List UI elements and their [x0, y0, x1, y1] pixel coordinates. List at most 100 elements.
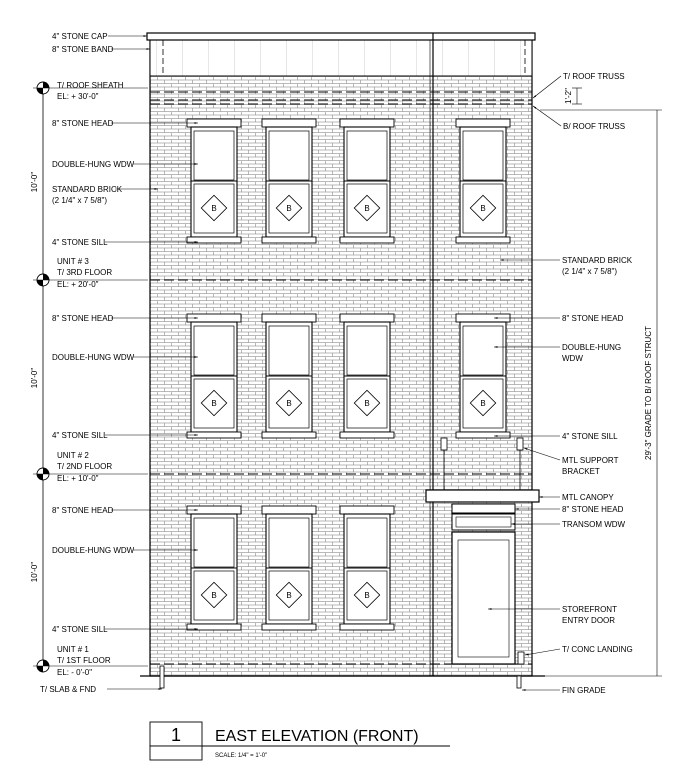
upper-sash — [462, 325, 504, 376]
storefront-head — [451, 503, 516, 514]
stone-sill — [186, 236, 242, 244]
window-tag-diamond — [275, 581, 303, 609]
level-unit-1: UNIT # 1 — [57, 645, 89, 654]
upper-sash — [268, 130, 310, 181]
window-tag-label: B — [286, 399, 291, 408]
stone-head — [339, 313, 395, 323]
label-stone-sill-2: 4" STONE SILL — [52, 431, 108, 440]
upper-sash — [346, 325, 388, 376]
window-tag-label: B — [364, 591, 369, 600]
conc-landing — [517, 651, 525, 665]
level-markers — [33, 81, 148, 673]
window-tag-diamond — [275, 194, 303, 222]
window-tag-diamond — [275, 389, 303, 417]
level-dim-3: 10'-0" — [30, 562, 39, 583]
mtl-canopy — [425, 489, 540, 503]
level-name-roof: T/ ROOF SHEATH — [57, 81, 124, 90]
label-stone-head-2: 8" STONE HEAD — [52, 314, 114, 323]
label-stone-band: 8" STONE BAND — [52, 45, 114, 54]
upper-sash — [268, 517, 310, 568]
level-unit-2: UNIT # 2 — [57, 451, 89, 460]
double-hung-window: B — [261, 505, 317, 631]
upper-sash — [346, 130, 388, 181]
title-number-box — [149, 721, 203, 747]
title-scale: SCALE: 1/4" = 1'-0" — [215, 753, 267, 759]
truss-dim: 1'-2" — [564, 88, 573, 104]
window-tag-diamond — [200, 389, 228, 417]
double-hung-window: B — [339, 505, 395, 631]
title-scale-box — [149, 745, 203, 761]
upper-sash — [193, 517, 235, 568]
level-name-1: T/ 1ST FLOOR — [57, 656, 111, 665]
label-stone-sill-3: 4" STONE SILL — [52, 238, 108, 247]
window-tag-label: B — [364, 399, 369, 408]
right-annotations: T/ ROOF TRUSS B/ ROOF TRUSS STANDARD BRI… — [488, 72, 662, 695]
upper-sash — [268, 325, 310, 376]
title-number: 1 — [171, 725, 181, 745]
stone-sill — [339, 623, 395, 631]
level-el-2: EL: + 10'-0" — [57, 474, 99, 483]
window-tag-label: B — [364, 204, 369, 213]
window-tag-diamond — [469, 194, 497, 222]
stone-sill — [261, 431, 317, 439]
window-tag-label: B — [286, 204, 291, 213]
title-name: EAST ELEVATION (FRONT) — [215, 728, 419, 745]
level-target-icon — [33, 273, 148, 287]
double-hung-window: B — [186, 313, 242, 439]
double-hung-window: B — [339, 118, 395, 244]
stone-sill — [261, 236, 317, 244]
label-right-dh-wdw-2: WDW — [562, 354, 583, 363]
level-el-1: EL: - 0'-0" — [57, 668, 92, 677]
lower-sash — [193, 183, 235, 234]
level-dim-1: 10'-0" — [30, 172, 39, 193]
stone-head — [339, 505, 395, 515]
label-mtl-canopy: MTL CANOPY — [562, 493, 614, 502]
label-right-dh-wdw: DOUBLE-HUNG — [562, 343, 621, 352]
label-dh-wdw-3: DOUBLE-HUNG WDW — [52, 160, 135, 169]
lower-sash — [268, 378, 310, 429]
level-target-icon — [33, 467, 148, 481]
window-tag-label: B — [211, 399, 216, 408]
upper-sash — [193, 325, 235, 376]
level-name-3: T/ 3RD FLOOR — [57, 268, 112, 277]
stone-head — [261, 313, 317, 323]
stone-cap — [146, 32, 536, 41]
level-name-2: T/ 2ND FLOOR — [57, 462, 112, 471]
window-tag-diamond — [353, 194, 381, 222]
window-tag-diamond — [353, 389, 381, 417]
stone-sill — [339, 236, 395, 244]
label-stone-sill-1: 4" STONE SILL — [52, 625, 108, 634]
label-conc-landing: T/ CONC LANDING — [562, 645, 633, 654]
window-tag-label: B — [211, 591, 216, 600]
level-target-icon — [33, 659, 148, 673]
label-roof-truss-top: T/ ROOF TRUSS — [563, 72, 625, 81]
label-fin-grade: FIN GRADE — [562, 686, 606, 695]
label-right-std-brick: STANDARD BRICK — [562, 256, 633, 265]
label-roof-truss-bottom: B/ ROOF TRUSS — [563, 122, 625, 131]
double-hung-window: B — [339, 313, 395, 439]
label-mtl-support: MTL SUPPORT — [562, 456, 619, 465]
stone-band — [149, 39, 533, 77]
window-tag-diamond — [200, 194, 228, 222]
label-slab-fnd: T/ SLAB & FND — [40, 685, 96, 694]
upper-sash — [193, 130, 235, 181]
label-stone-cap: 4" STONE CAP — [52, 32, 108, 41]
door-glass — [457, 539, 510, 658]
label-stone-head-1: 8" STONE HEAD — [52, 506, 114, 515]
overall-dim: 29'-3" GRADE TO B/ ROOF STRUCT — [644, 326, 653, 460]
level-target-icon — [33, 81, 148, 95]
label-std-brick-size: (2 1/4" x 7 5/8") — [52, 196, 107, 205]
window-tag-label: B — [211, 204, 216, 213]
level-dim-2: 10'-0" — [30, 368, 39, 389]
upper-sash — [346, 517, 388, 568]
label-mtl-support-2: BRACKET — [562, 467, 600, 476]
label-right-std-brick-size: (2 1/4" x 7 5/8") — [562, 267, 617, 276]
stone-sill — [455, 431, 511, 439]
mtl-support-bracket-left — [440, 437, 448, 451]
transom-glass — [455, 516, 512, 528]
mtl-support-bracket-right — [516, 437, 524, 451]
double-hung-window: B — [261, 118, 317, 244]
label-right-stone-head-2: 8" STONE HEAD — [562, 314, 624, 323]
title-block: 1 EAST ELEVATION (FRONT) SCALE: 1/4" = 1… — [149, 721, 450, 761]
